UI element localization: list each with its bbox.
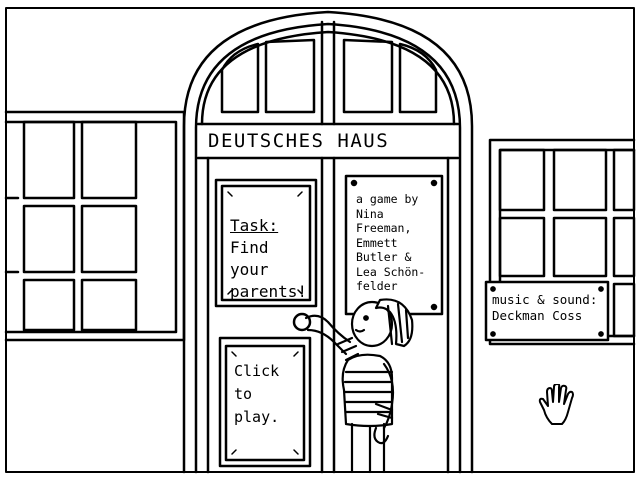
play-poster-frame — [218, 336, 312, 468]
hand-icon[interactable] — [538, 384, 578, 426]
task-body: Find your parents! — [230, 238, 308, 301]
task-poster: Task: Find your parents! — [230, 193, 307, 325]
task-poster-frame — [214, 178, 318, 308]
task-heading: Task: — [230, 216, 279, 235]
credits-poster: a game by Nina Freeman, Emmett Butler & … — [356, 192, 426, 293]
building-sign: DEUTSCHES HAUS — [208, 130, 390, 152]
child-character — [304, 298, 414, 474]
play-poster[interactable] — [220, 338, 308, 458]
music-credit-sign: music & sound: Deckman Coss — [492, 292, 598, 323]
left-window — [4, 110, 186, 342]
door-frame — [182, 10, 474, 474]
click-to-play-text: Click to play. — [234, 362, 280, 426]
